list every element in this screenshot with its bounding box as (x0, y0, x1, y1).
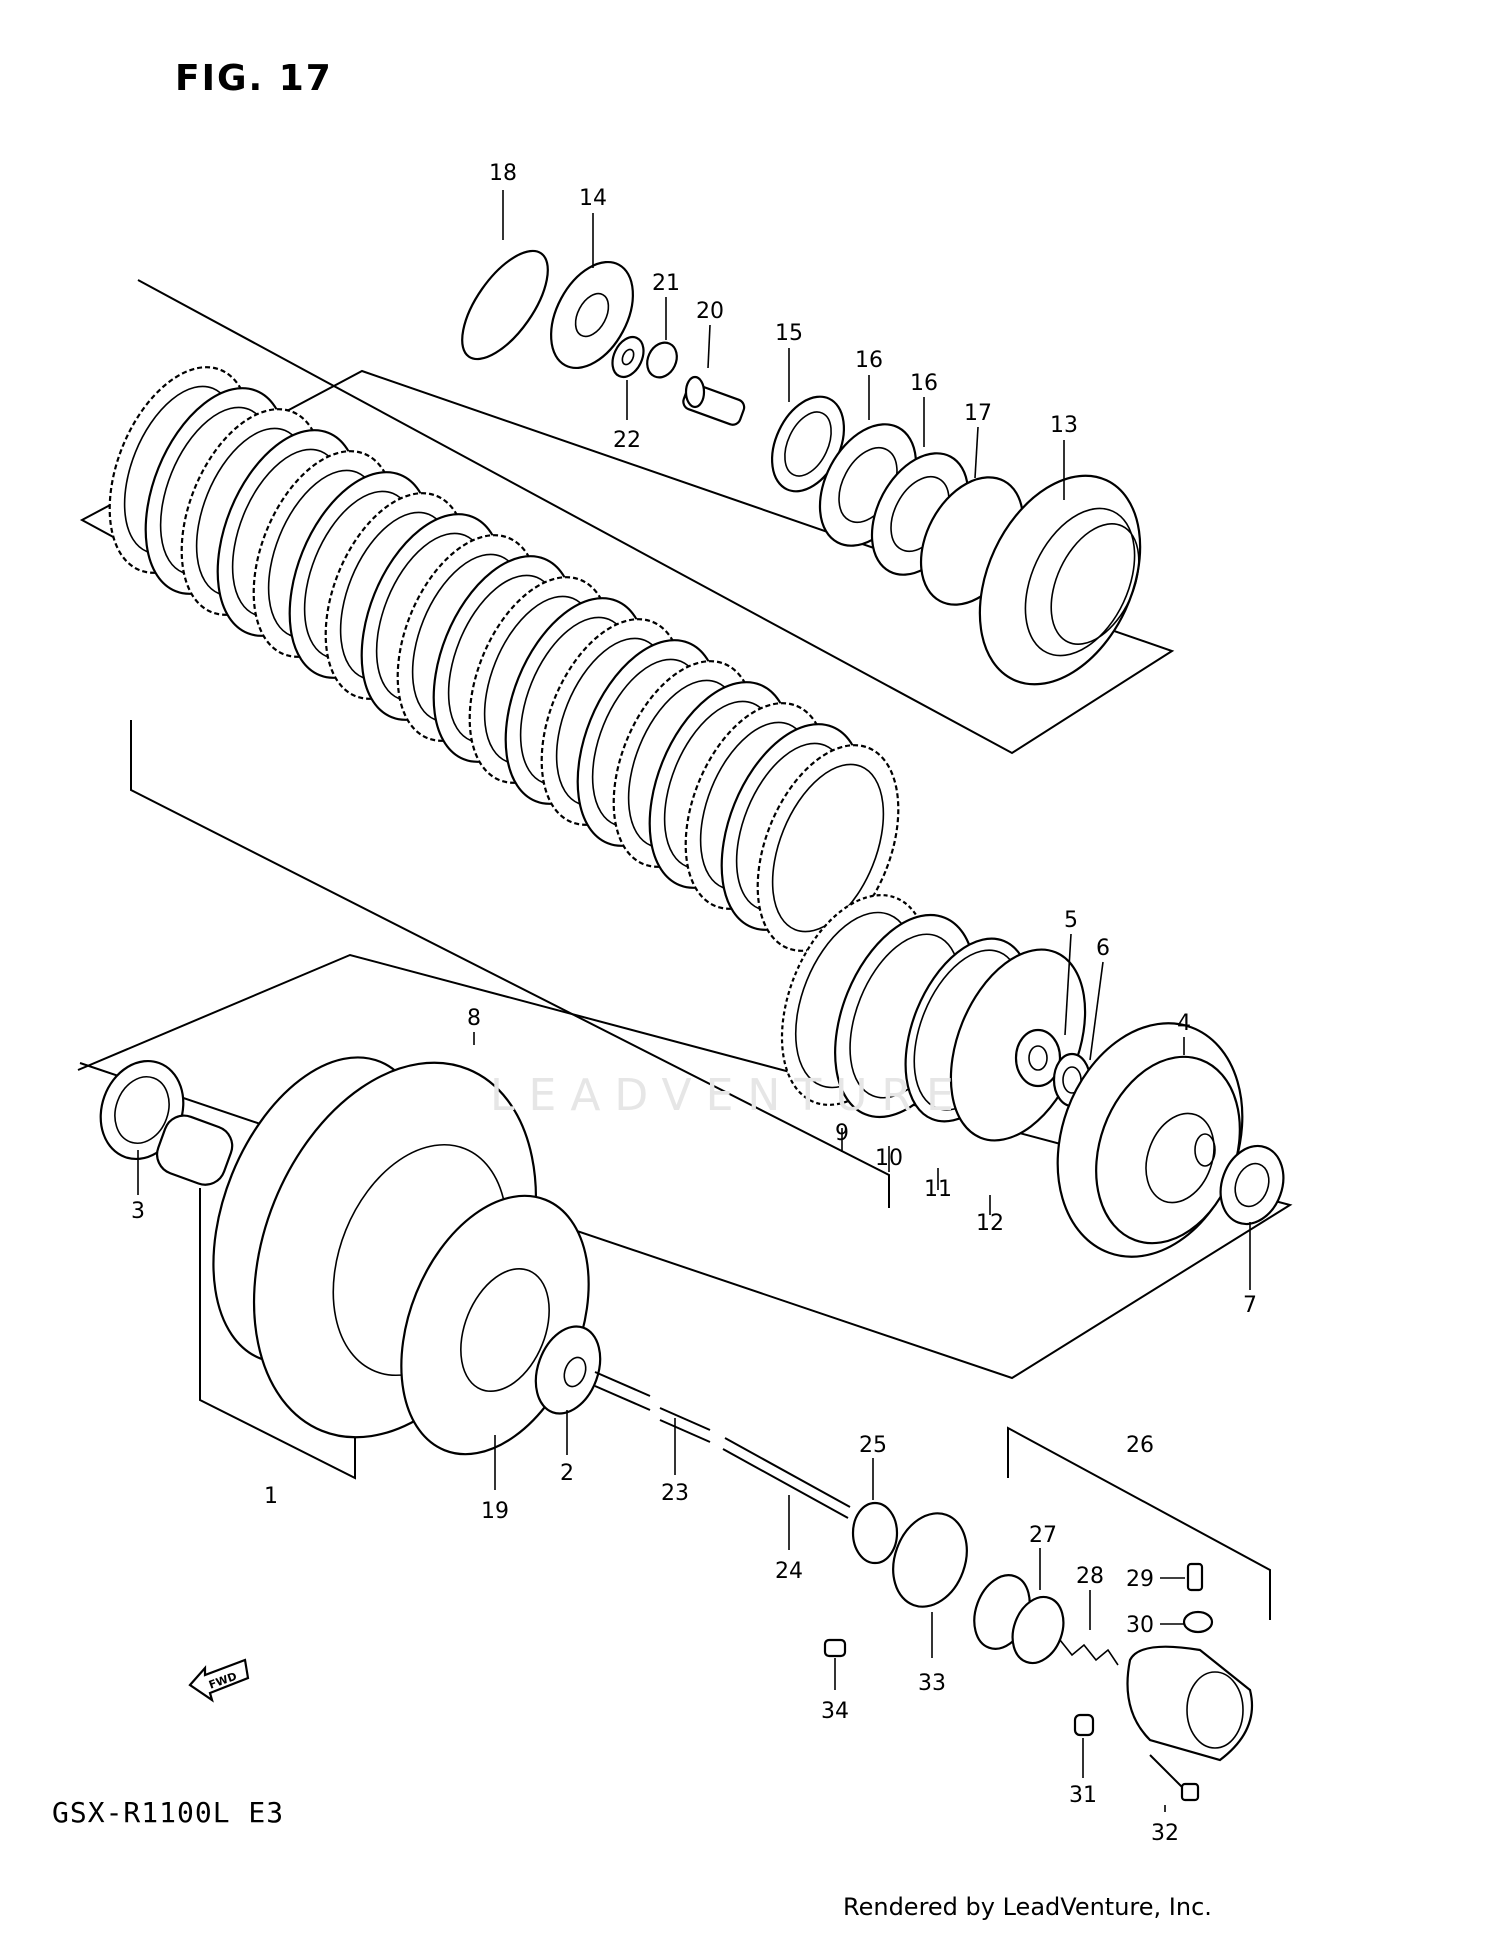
part-27-piston (973, 1574, 1065, 1665)
callout-4: 4 (1177, 1011, 1191, 1036)
callout-18: 18 (489, 161, 517, 186)
callout-10: 10 (875, 1146, 903, 1171)
callout-7: 7 (1243, 1293, 1257, 1318)
callout-24: 24 (775, 1559, 803, 1584)
figure-title: FIG. 17 (175, 58, 333, 99)
callout-9: 9 (835, 1121, 849, 1146)
callout-12: 12 (976, 1211, 1004, 1236)
callout-8: 8 (467, 1006, 481, 1031)
callout-32: 32 (1151, 1821, 1179, 1846)
part-18-circlip (461, 249, 549, 361)
watermark: LEADVENTURE (490, 1070, 968, 1121)
callout-30: 30 (1126, 1613, 1154, 1638)
plate-inner-ring (771, 763, 885, 933)
callout-6: 6 (1096, 936, 1110, 961)
callout-11: 11 (924, 1177, 952, 1202)
part-31-plug (1073, 1713, 1095, 1737)
part-34-bolt (823, 1638, 847, 1658)
part-2-spacer (534, 1325, 602, 1415)
callout-34: 34 (821, 1699, 849, 1724)
part-21-bearing (646, 341, 678, 379)
part-23-push-rod (594, 1371, 711, 1443)
middle-bracket-frame (77, 953, 1293, 1380)
callout-labels: 18 14 21 20 22 15 16 16 17 13 5 6 4 8 9 … (131, 161, 1257, 1846)
callout-5: 5 (1064, 908, 1078, 933)
part-25-oil-seal (851, 1501, 899, 1565)
callout-1: 1 (264, 1484, 278, 1509)
part-32-bolt (1149, 1754, 1200, 1802)
callout-19: 19 (481, 1499, 509, 1524)
part-28-spring (1059, 1639, 1119, 1666)
upper-bracket-frame (79, 279, 1175, 755)
callout-22: 22 (613, 428, 641, 453)
part-15-sleeve (771, 395, 845, 493)
callout-23: 23 (661, 1481, 689, 1506)
callout-27: 27 (1029, 1523, 1057, 1548)
callout-17: 17 (964, 401, 992, 426)
part-22-washer (611, 335, 645, 379)
plate-stack-bracket (130, 720, 890, 1208)
part-26-release-cylinder (1126, 1645, 1254, 1762)
callout-13: 13 (1050, 413, 1078, 438)
callout-25: 25 (859, 1433, 887, 1458)
part-30-cap (1182, 1610, 1214, 1634)
part-20-lifter-pin (682, 375, 746, 426)
part-5-nut (1014, 1028, 1062, 1088)
part-29-bleeder (1186, 1562, 1204, 1592)
fwd-arrow-icon: FWD (188, 1658, 250, 1703)
part-14-bearing-plate (550, 260, 634, 370)
callout-21: 21 (652, 271, 680, 296)
part-33-cover (892, 1512, 968, 1608)
callout-20: 20 (696, 299, 724, 324)
callout-26: 26 (1126, 1433, 1154, 1458)
part-4-clutch-sleeve-hub (1056, 1022, 1244, 1258)
callout-33: 33 (918, 1671, 946, 1696)
callout-2: 2 (560, 1461, 574, 1486)
callout-3: 3 (131, 1199, 145, 1224)
callout-28: 28 (1076, 1564, 1104, 1589)
part-24-push-rod-long (722, 1437, 851, 1519)
part-7-washer (1219, 1144, 1285, 1226)
part-13-pressure-plate (978, 474, 1142, 686)
callout-16-a: 16 (855, 348, 883, 373)
callout-16-b: 16 (910, 371, 938, 396)
callout-29: 29 (1126, 1567, 1154, 1592)
callout-31: 31 (1069, 1783, 1097, 1808)
callout-14: 14 (579, 186, 607, 211)
model-code: GSX-R1100L E3 (52, 1796, 285, 1829)
part-8-clutch-plate-stack (108, 366, 900, 952)
lower-bracket-frame (199, 1188, 356, 1480)
leader-lines (137, 190, 1251, 1812)
render-credit: Rendered by LeadVenture, Inc. (843, 1893, 1212, 1921)
callout-15: 15 (775, 321, 803, 346)
release-cylinder-bracket (1007, 1426, 1271, 1620)
